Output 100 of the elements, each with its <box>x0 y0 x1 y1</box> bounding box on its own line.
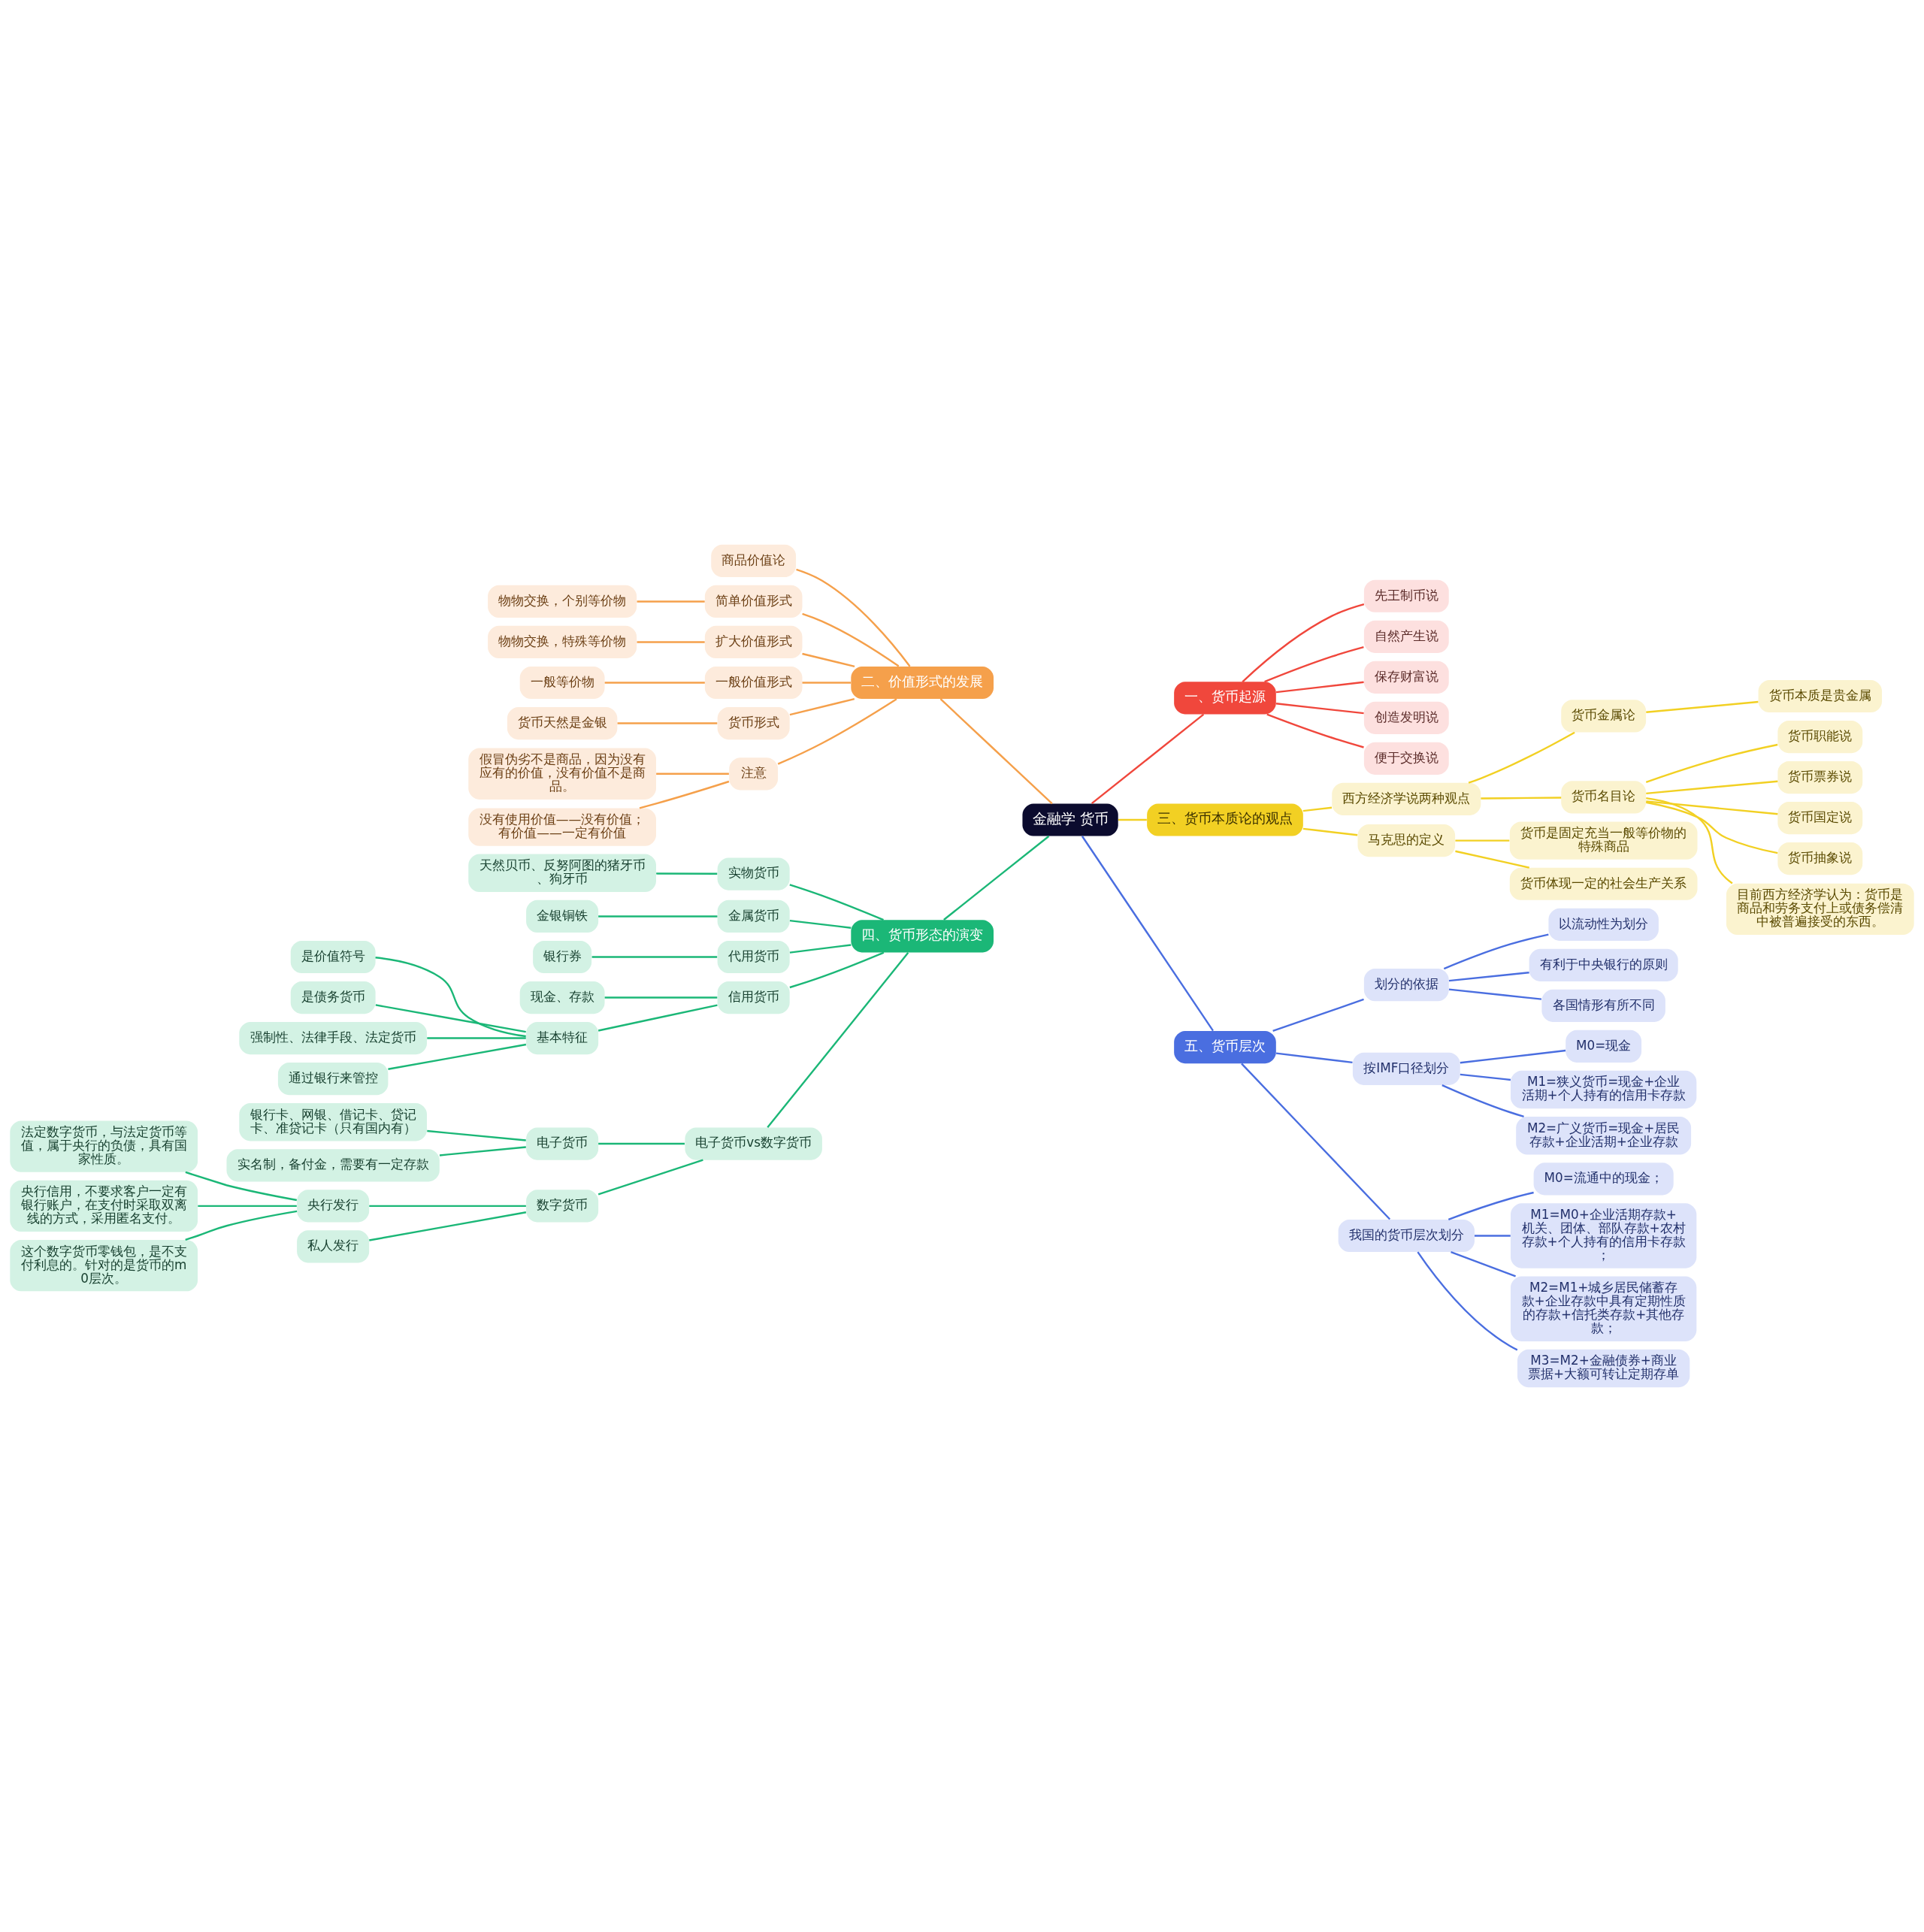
node-box: 货币国定说 <box>1777 802 1863 835</box>
node-box: 是债务货币 <box>290 981 376 1014</box>
node-box: 金银铜铁 <box>526 899 599 933</box>
connector <box>1275 1052 1353 1064</box>
node-box: 三、货币本质论的观点 <box>1147 803 1303 836</box>
node-box: 强制性、法律手段、法定货币 <box>239 1021 427 1055</box>
connector <box>1451 1251 1516 1277</box>
connector <box>1474 1235 1511 1237</box>
node-box: 货币体现一定的社会生产关系 <box>1509 867 1698 900</box>
connector <box>1275 703 1364 715</box>
node-box: 没有使用价值——没有价值；有价值——一定有价值 <box>468 808 656 846</box>
connector <box>1455 839 1510 842</box>
node-box: M0=现金 <box>1566 1029 1642 1063</box>
node-box: 马克思的定义 <box>1357 824 1456 857</box>
connector <box>767 952 909 1129</box>
node-box: 假冒伪劣不是商品，因为没有应有的价值，没有价值不是商品。 <box>468 748 656 800</box>
node-box: 货币本质是贵金属 <box>1758 679 1883 713</box>
connector <box>427 1129 526 1141</box>
connector <box>1443 933 1549 970</box>
connector <box>777 698 897 765</box>
node-box: 信用货币 <box>717 981 790 1014</box>
connector <box>1646 797 1733 884</box>
node-box: 我国的货币层次划分 <box>1338 1219 1475 1253</box>
connector <box>1091 713 1205 805</box>
connector <box>939 698 1053 805</box>
node-box: 货币职能说 <box>1777 720 1863 754</box>
connector <box>198 1205 297 1208</box>
connector <box>1646 800 1778 815</box>
connector <box>1275 681 1364 694</box>
node-box: 货币是固定充当一般等价物的特殊商品 <box>1509 821 1698 860</box>
node-box: M0=流通中的现金； <box>1533 1163 1674 1196</box>
connector <box>789 944 852 954</box>
node-box: 货币金属论 <box>1561 700 1647 733</box>
connector <box>802 682 852 684</box>
connector <box>1646 700 1759 713</box>
connector <box>591 956 718 958</box>
node-box: 保存财富说 <box>1363 661 1449 694</box>
node-box: 电子货币vs数字货币 <box>685 1127 822 1160</box>
node-box: 通过银行来管控 <box>277 1062 389 1096</box>
connector <box>1302 827 1358 836</box>
connector <box>637 641 705 643</box>
connector <box>639 780 730 809</box>
connector <box>789 951 885 989</box>
node-box: 五、货币层次 <box>1174 1030 1276 1064</box>
node-box: 四、货币形态的演变 <box>851 920 994 953</box>
connector <box>388 1043 527 1070</box>
node-box: 自然产生说 <box>1363 620 1449 653</box>
node-box: M1=M0+企业活期存款+机关、团体、部队存款+农村存款+个人持有的信用卡存款； <box>1511 1203 1697 1268</box>
connector <box>185 1171 298 1202</box>
node-box: M2=M1+城乡居民储蓄存款+企业存款中具有定期性质的存款+信托类存款+其他存款； <box>1511 1276 1697 1341</box>
node-box: 先王制币说 <box>1363 579 1449 612</box>
node-box: 划分的依据 <box>1363 969 1449 1002</box>
node-box: 央行发行 <box>297 1190 370 1223</box>
connector <box>604 682 705 684</box>
node-box: 这个数字货币零钱包，是不支付利息的。针对的是货币的m0层次。 <box>10 1239 198 1292</box>
node-box: 货币名目论 <box>1561 781 1647 814</box>
connector <box>1646 801 1778 854</box>
connector <box>1118 818 1147 821</box>
node-box: 一、货币起源 <box>1174 682 1276 715</box>
connector <box>1272 998 1364 1033</box>
node-box: 是价值符号 <box>290 940 376 974</box>
connector <box>943 835 1050 921</box>
node-box: 创造发明说 <box>1363 701 1449 734</box>
connector <box>1417 1251 1518 1351</box>
connector <box>598 1142 685 1145</box>
node-box: 一般等价物 <box>519 666 605 700</box>
connector <box>656 772 729 775</box>
connector <box>598 915 718 918</box>
connector <box>1081 836 1214 1032</box>
connector <box>1266 713 1364 748</box>
node-box: 以流动性为划分 <box>1548 908 1659 941</box>
connector <box>1302 806 1333 812</box>
connector <box>1460 1073 1511 1081</box>
connector <box>1264 646 1364 683</box>
node-box: 法定数字货币，与法定货币等值，属于央行的负债，具有国家性质。 <box>10 1120 198 1172</box>
node-box: M2=广义货币=现金+居民存款+企业活期+企业存款 <box>1516 1117 1692 1155</box>
connector <box>1468 731 1575 784</box>
node-box: 货币形式 <box>717 706 790 740</box>
connector <box>1460 1049 1566 1064</box>
node-box: 天然贝币、反努阿图的猪牙币、狗牙币 <box>468 854 656 893</box>
node-box: 有利于中央银行的原则 <box>1529 948 1678 981</box>
connector <box>796 568 911 667</box>
connector <box>617 722 718 724</box>
node-box: 金融学 货币 <box>1022 803 1118 836</box>
node-box: 金属货币 <box>717 899 790 933</box>
node-box: 商品价值论 <box>711 544 797 578</box>
node-box: 银行券 <box>533 940 592 974</box>
connector <box>1242 603 1365 683</box>
connector <box>1441 1084 1524 1118</box>
connector <box>1448 972 1529 982</box>
connector <box>802 652 855 668</box>
node-box: 便于交换说 <box>1363 742 1449 775</box>
node-box: 货币票券说 <box>1777 760 1863 794</box>
connector <box>1481 797 1562 800</box>
node-box: 物物交换，个别等价物 <box>488 585 637 618</box>
connector <box>789 698 855 716</box>
node-box: 实物货币 <box>717 857 790 890</box>
node-box: 电子货币 <box>526 1127 599 1160</box>
connector <box>597 1004 718 1032</box>
connector <box>1646 780 1778 795</box>
